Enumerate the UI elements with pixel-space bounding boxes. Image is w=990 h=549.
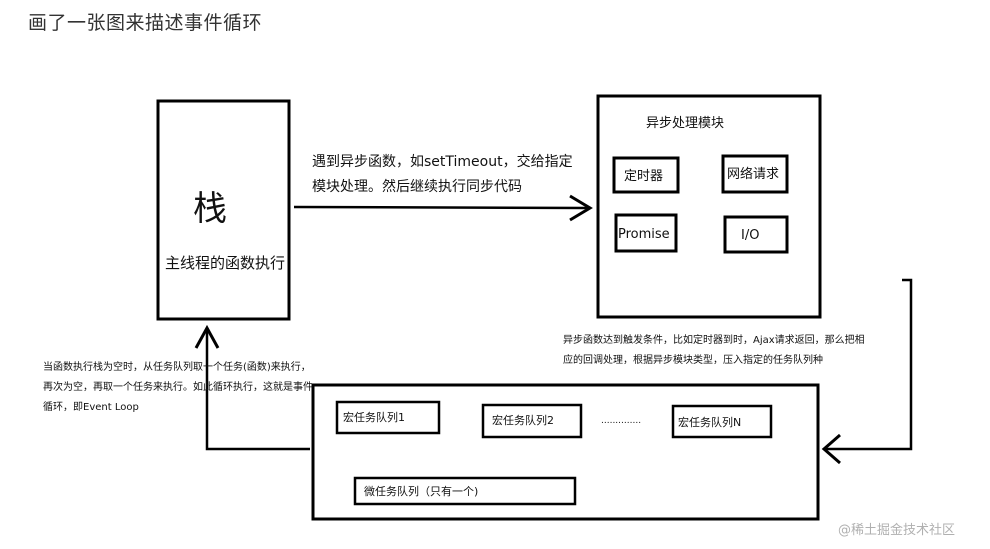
timer-label: 定时器: [624, 169, 664, 184]
io-box: [723, 215, 789, 254]
promise-box: [614, 213, 678, 253]
network-request-box: [721, 154, 789, 194]
arrow-note-line1: 遇到异步函数，如setTimeout，交给指定: [312, 154, 573, 170]
trigger-note-line2: 应的回调处理，根据异步模块类型，压入指定的任务队列种: [563, 355, 823, 366]
micro-queue-label: 微任务队列（只有一个): [364, 485, 479, 498]
async-module-title: 异步处理模块: [646, 116, 725, 131]
async-module-box: [596, 94, 822, 319]
arrow-to-queue-line: [826, 278, 913, 451]
timer-box: [612, 156, 680, 194]
watermark: @稀土掘金技术社区: [838, 523, 956, 538]
arrow-to-async-line: [293, 205, 589, 210]
macro-queue-1-box: [335, 400, 441, 435]
arrow-to-async-head: [569, 194, 593, 222]
macro-queue-n-box: [671, 404, 773, 439]
arrow-to-stack-line: [205, 331, 310, 451]
loop-note-line2: 再次为空，再取一个任务来执行。如此循环执行，这就是事件: [43, 382, 313, 393]
loop-note-line1: 当函数执行栈为空时，从任务队列取一个任务(函数)来执行，: [43, 362, 311, 373]
page-title: 画了一张图来描述事件循环: [28, 12, 263, 34]
micro-queue-box: [353, 476, 577, 506]
network-request-label: 网络请求: [727, 167, 780, 182]
io-label: I/O: [741, 228, 760, 243]
promise-label: Promise: [618, 227, 670, 242]
stack-title: 栈: [193, 189, 227, 229]
queue-ellipsis: ..............: [601, 416, 642, 426]
trigger-note-line1: 异步函数达到触发条件，比如定时器到时，Ajax请求返回，那么把相: [563, 335, 865, 346]
task-queue-box: [311, 383, 820, 521]
stack-subtitle: 主线程的函数执行: [165, 254, 286, 272]
macro-queue-1-label: 宏任务队列1: [343, 411, 405, 424]
arrow-note-line2: 模块处理。然后继续执行同步代码: [312, 179, 522, 195]
stack-box: [156, 99, 291, 321]
macro-queue-2-box: [481, 403, 583, 439]
macro-queue-2-label: 宏任务队列2: [492, 414, 554, 427]
loop-note-line3: 循环，即Event Loop: [43, 402, 139, 413]
arrow-to-stack-head: [194, 324, 220, 349]
macro-queue-n-label: 宏任务队列N: [678, 416, 742, 429]
arrow-to-queue-head: [821, 433, 841, 465]
